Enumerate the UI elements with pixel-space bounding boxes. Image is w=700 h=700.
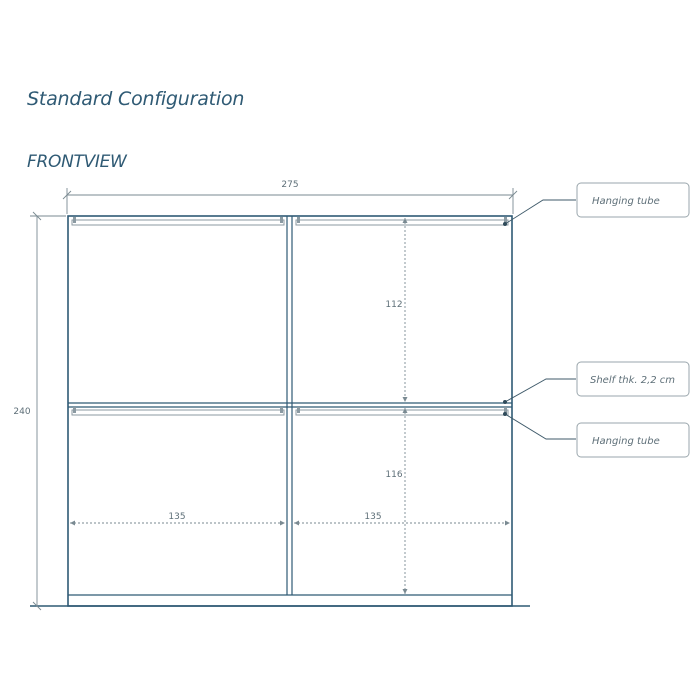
cabinet-outline [67,215,513,607]
callout-shelf-thickness: Shelf thk. 2,2 cm [590,375,675,386]
callout-box-hanging-tube-bottom [576,422,690,458]
right-section-width-label: 135 [364,512,381,522]
overall-height-label: 240 [13,407,30,417]
callout-leader-hanging-tube-top [504,199,576,225]
callout-hanging-tube-top: Hanging tube [592,196,660,207]
overall-width-label: 275 [281,180,298,190]
left-section-width-label: 135 [168,512,185,522]
hanging-tube-upper-left [71,219,285,226]
callout-leader-shelf [504,378,576,403]
callout-box-hanging-tube-top [576,182,690,218]
page-title: Standard Configuration [27,88,245,110]
callout-hanging-tube-bottom: Hanging tube [592,436,660,447]
hanging-tube-upper-right [295,219,509,226]
view-label: FRONTVIEW [27,152,127,172]
callout-box-shelf-thickness [576,361,690,397]
callout-leader-hanging-tube-bottom [504,413,576,440]
hanging-tube-lower-left [71,409,285,416]
lower-clear-height-label: 116 [385,470,402,480]
hanging-tube-lower-right [295,409,509,416]
upper-clear-height-label: 112 [385,300,402,310]
